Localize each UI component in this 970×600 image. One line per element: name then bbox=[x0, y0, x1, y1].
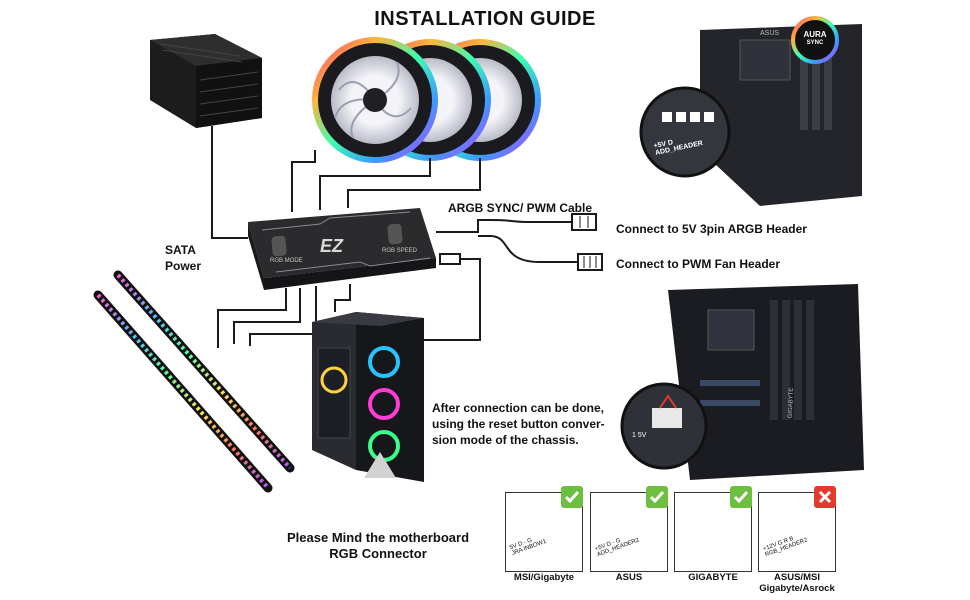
argb-cable-label: ARGB SYNC/ PWM Cable bbox=[448, 201, 593, 215]
aura-sync-logo: AURA SYNC bbox=[799, 30, 831, 46]
argb-plug bbox=[571, 213, 597, 231]
sata-power-label: SATA Power bbox=[165, 243, 202, 274]
power-supply bbox=[150, 34, 262, 128]
strip-wires bbox=[217, 284, 351, 348]
connector-caption: GIGABYTE bbox=[688, 572, 738, 583]
five-volt-label: 1 5V bbox=[632, 432, 647, 439]
rgb-hub bbox=[248, 208, 436, 290]
check-icon bbox=[646, 486, 668, 508]
aura-line2: SYNC bbox=[806, 39, 824, 46]
hub-logo: EZ bbox=[320, 236, 344, 256]
rgb-fans bbox=[312, 37, 541, 163]
hub-rgb-mode-label: RGB MODE bbox=[270, 258, 303, 264]
connector-label: +12V G R B RGB_HEADER2 bbox=[762, 535, 809, 559]
hub-rgb-speed-label: RGB SPEED bbox=[382, 248, 418, 254]
check-icon bbox=[730, 486, 752, 508]
cross-icon bbox=[814, 486, 836, 508]
asus-brand: ASUS bbox=[760, 30, 780, 37]
fan-wires bbox=[291, 150, 481, 212]
connector-caption: ASUS/MSI Gigabyte/Asrock bbox=[759, 572, 835, 595]
connector-label: +5V D - G ADD_HEADER2 bbox=[594, 537, 641, 559]
asus-motherboard bbox=[639, 16, 862, 206]
page-title: INSTALLATION GUIDE bbox=[374, 8, 596, 30]
after-connection-note: After connection can be done, using the … bbox=[432, 401, 605, 448]
aura-line1: AURA bbox=[803, 30, 827, 39]
check-icon bbox=[561, 486, 583, 508]
connector-caption: MSI/Gigabyte bbox=[513, 572, 575, 583]
gigabyte-brand: GIGABYTE bbox=[787, 387, 795, 419]
led-strips bbox=[93, 270, 295, 493]
pc-case bbox=[312, 312, 424, 482]
pwm-plug bbox=[577, 253, 603, 271]
mind-connector-note: Please Mind the motherboard RGB Connecto… bbox=[287, 530, 470, 562]
connector-caption: ASUS bbox=[615, 572, 643, 583]
connector-label: 5V D - G JRA INBOW1 bbox=[509, 537, 548, 557]
argb-pwm-cable bbox=[436, 219, 578, 263]
connect-pwm-label: Connect to PWM Fan Header bbox=[616, 257, 781, 271]
sata-wire bbox=[211, 126, 248, 239]
gigabyte-motherboard bbox=[620, 284, 864, 480]
connector-label: V D G bbox=[695, 543, 750, 553]
case-reset-wire bbox=[424, 253, 481, 341]
connect-argb-label: Connect to 5V 3pin ARGB Header bbox=[616, 222, 807, 236]
